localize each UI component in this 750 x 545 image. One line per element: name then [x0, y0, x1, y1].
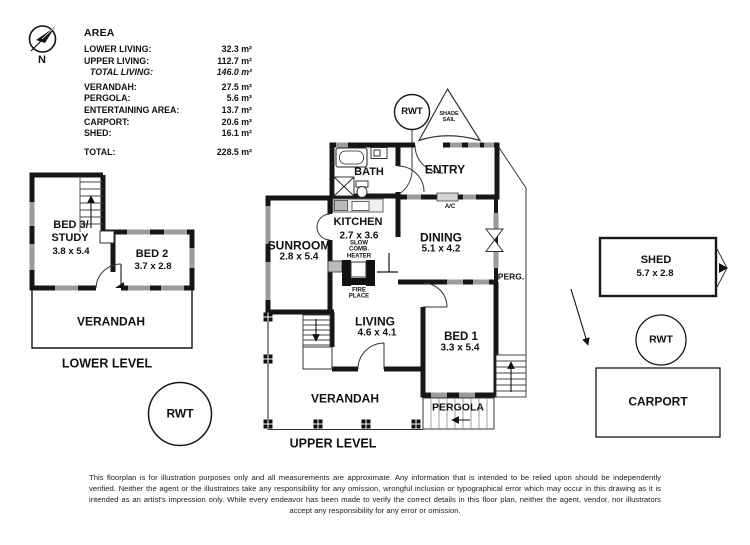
- lower-level-plan: [29, 172, 195, 349]
- legend-row: CARPORT:20.6 m²: [84, 116, 252, 127]
- legend-title: AREA: [84, 27, 115, 39]
- rwt-tank-top: [393, 93, 431, 131]
- lower-stairs: [79, 175, 103, 232]
- verandah-posts: [263, 312, 421, 429]
- legend-row-total: TOTAL:228.5 m²: [84, 146, 252, 157]
- kitchen-counter: [332, 198, 384, 213]
- shade-sail: [417, 87, 482, 142]
- carport-outline: [595, 367, 721, 438]
- legend-row-total-living: TOTAL LIVING:146.0 m²: [90, 67, 252, 78]
- rwt-tank-right: [635, 314, 687, 366]
- door-arcs: [316, 144, 448, 370]
- legend-row: VERANDAH:27.5 m²: [84, 81, 252, 92]
- legend-row: LOWER LIVING:32.3 m²: [84, 44, 252, 54]
- bowtie-symbol: [484, 228, 505, 252]
- area-legend: AREA LOWER LIVING:32.3 m² UPPER LIVING:1…: [84, 27, 252, 158]
- right-outdoor-stairs: [495, 354, 527, 398]
- rwt-tank-lower: [147, 381, 213, 447]
- upper-level-plan: [263, 87, 527, 431]
- toilet: [355, 180, 369, 198]
- shed-outline: [598, 236, 728, 298]
- upper-inner-stairs: [302, 314, 331, 348]
- ac-unit: [436, 192, 459, 202]
- bath-cabinet: [370, 147, 388, 159]
- bathtub: [335, 147, 368, 168]
- legend-row: PERGOLA:5.6 m²: [84, 93, 252, 104]
- legend-row: UPPER LIVING:112.7 m²: [84, 55, 252, 66]
- fireplace: [327, 260, 375, 286]
- pointer-arrow: [570, 288, 590, 346]
- legend-row: ENTERTAINING AREA:13.7 m²: [84, 104, 252, 115]
- pergola-area: [422, 397, 495, 430]
- north-arrow-icon: [28, 25, 57, 53]
- legend-row: SHED:16.1 m²: [84, 128, 252, 139]
- disclaimer-text: This floorplan is for illustration purpo…: [89, 473, 661, 516]
- shower: [333, 176, 355, 197]
